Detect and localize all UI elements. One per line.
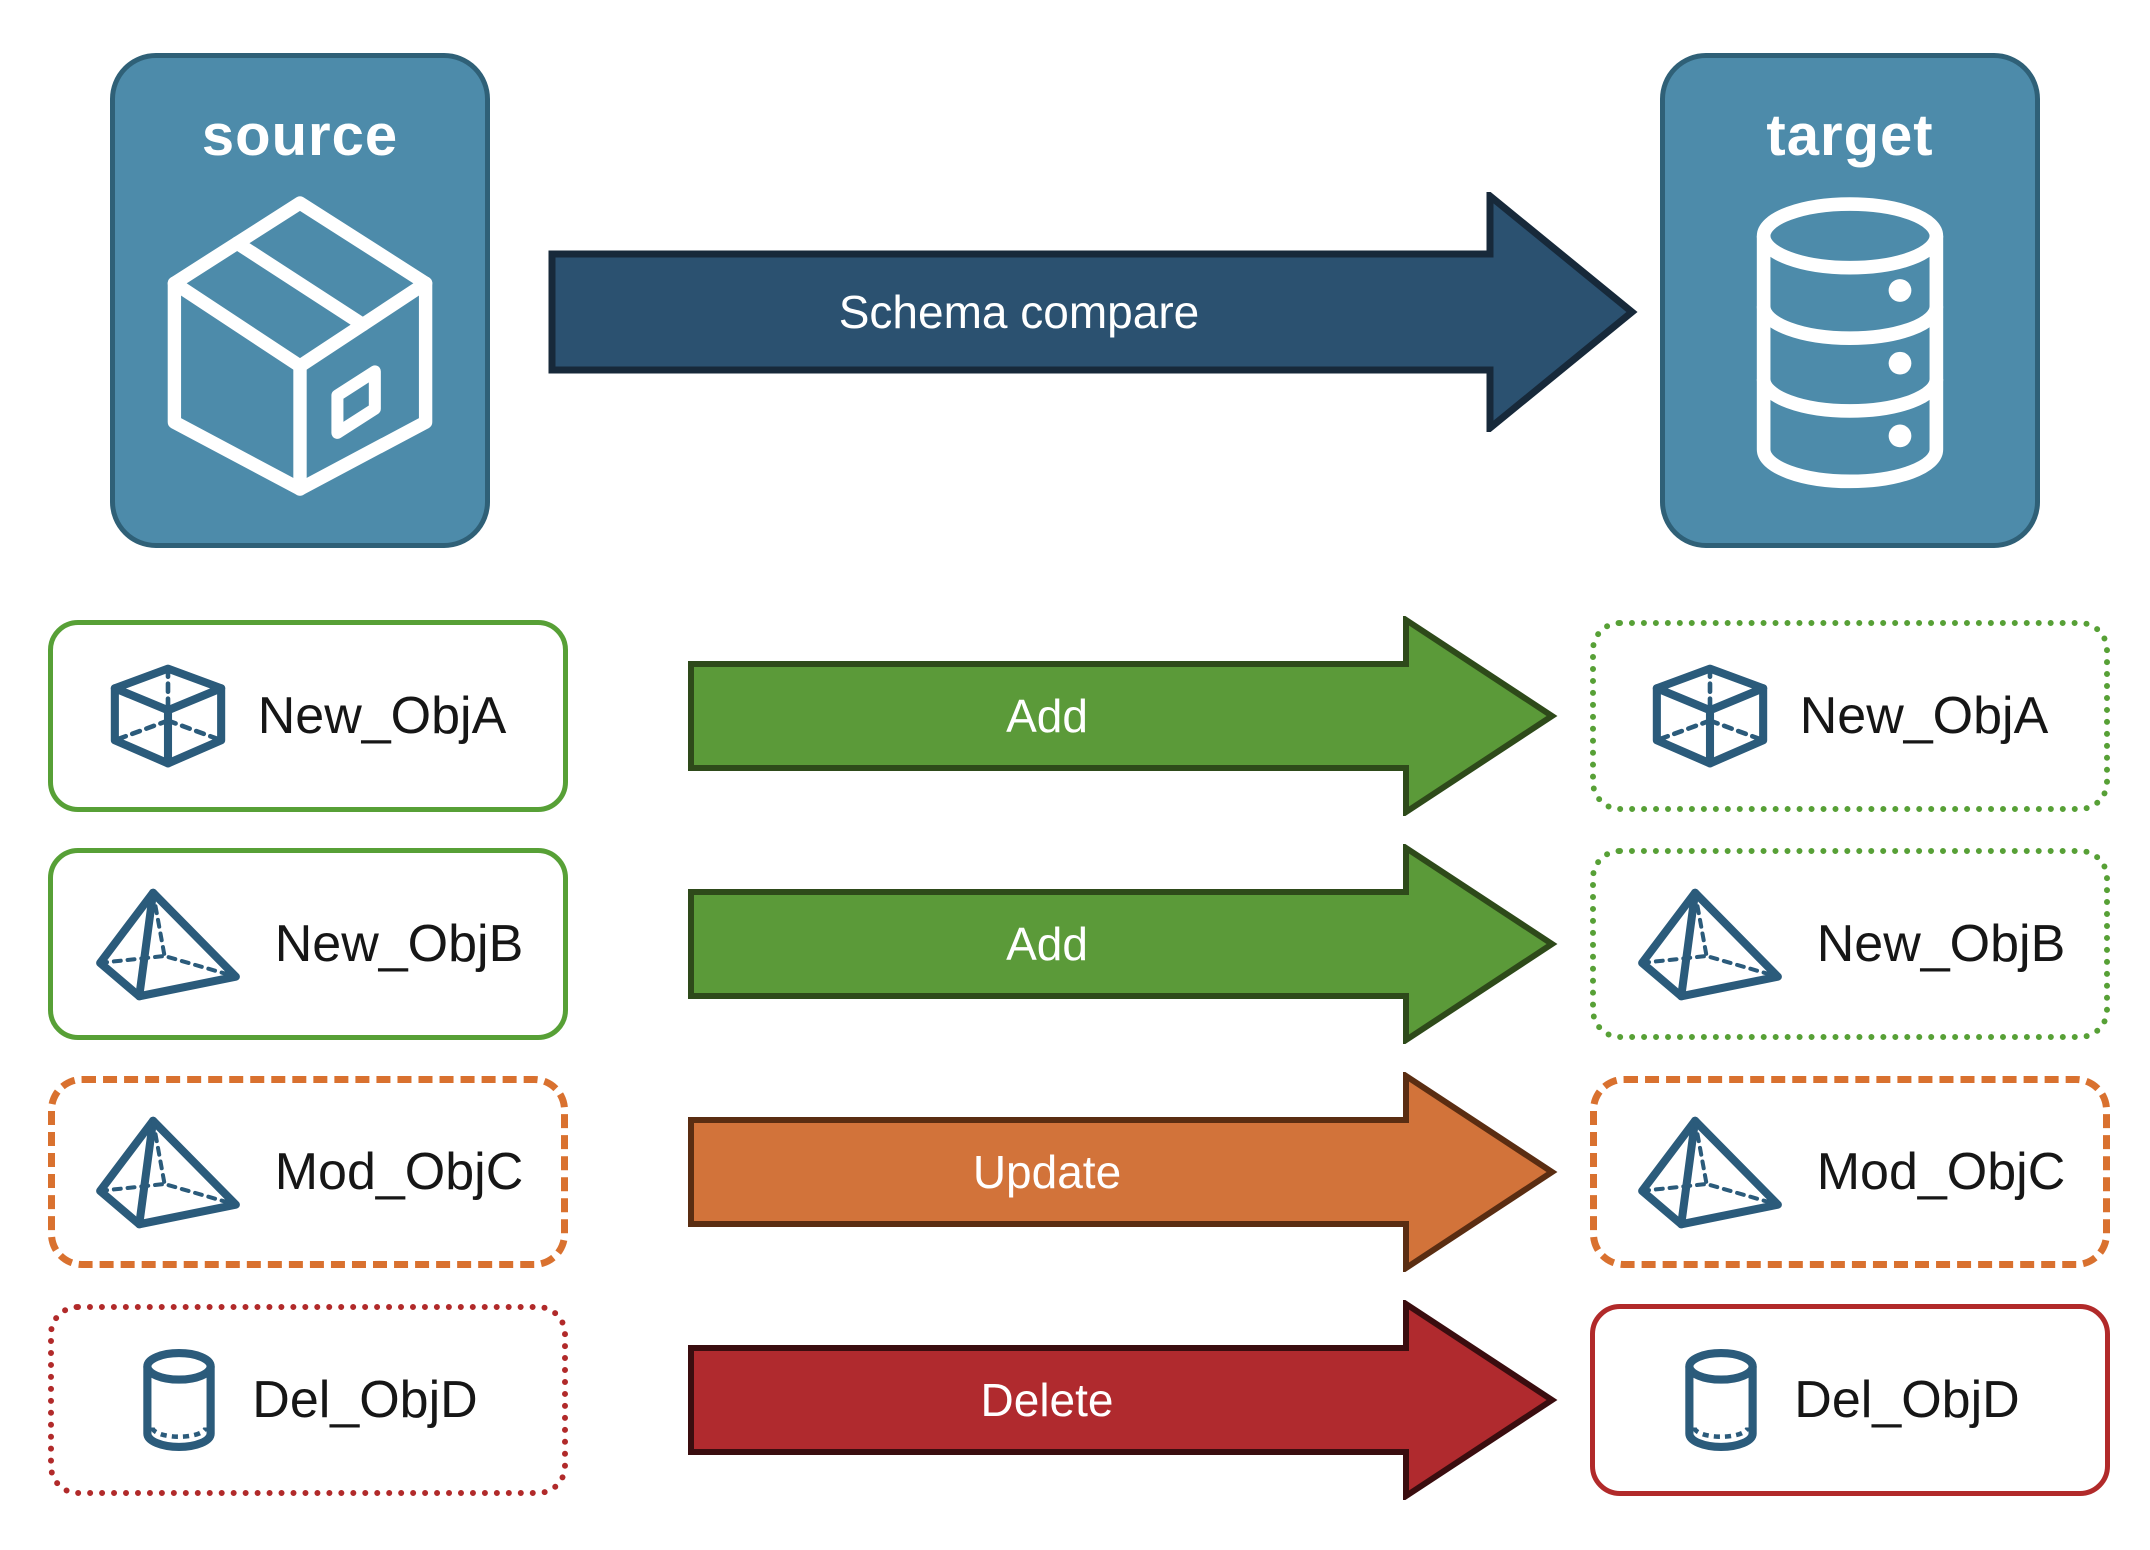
update-arrow: Update [688, 1072, 1558, 1272]
pyramid-icon [93, 1115, 243, 1230]
source-object-del-objd: Del_ObjD [48, 1304, 568, 1496]
target-object-mod-objc: Mod_ObjC [1590, 1076, 2110, 1268]
object-label: Del_ObjD [1794, 1371, 2020, 1429]
add-arrow-shape [688, 616, 1558, 816]
source-card: source [110, 53, 490, 548]
cylinder-icon [138, 1349, 220, 1451]
add-arrow-row-2: Add [688, 844, 1558, 1044]
schema-compare-arrow-label: Schema compare [838, 286, 1200, 338]
source-card-title: source [201, 103, 399, 168]
object-label: Del_ObjD [252, 1371, 478, 1429]
update-arrow-shape [688, 1072, 1558, 1272]
pyramid-icon [1635, 887, 1785, 1002]
add-arrow-label: Add [1006, 918, 1088, 970]
source-object-new-obja: New_ObjA [48, 620, 568, 812]
delete-arrow-shape [688, 1300, 1558, 1500]
add-arrow-row-1: Add [688, 616, 1558, 816]
source-object-new-objb: New_ObjB [48, 848, 568, 1040]
database-icon [1736, 195, 1964, 495]
target-object-new-objb: New_ObjB [1590, 848, 2110, 1040]
pyramid-icon [1635, 1115, 1785, 1230]
target-card-title: target [1766, 103, 1934, 168]
cube-icon [110, 664, 226, 768]
delete-arrow-label: Delete [980, 1374, 1114, 1426]
update-arrow-label: Update [972, 1146, 1122, 1198]
pyramid-icon [93, 887, 243, 1002]
target-object-del-objd: Del_ObjD [1590, 1304, 2110, 1496]
package-icon [166, 195, 434, 497]
object-label: New_ObjA [1799, 687, 2049, 745]
add-arrow-shape [688, 844, 1558, 1044]
target-card: target [1660, 53, 2040, 548]
source-object-mod-objc: Mod_ObjC [48, 1076, 568, 1268]
object-label: Mod_ObjC [274, 1143, 524, 1201]
object-label: Mod_ObjC [1816, 1143, 2066, 1201]
object-label: New_ObjB [1816, 915, 2066, 973]
schema-compare-arrow: Schema compare [548, 192, 1638, 432]
object-label: New_ObjB [274, 915, 524, 973]
object-label: New_ObjA [257, 687, 507, 745]
delete-arrow: Delete [688, 1300, 1558, 1500]
schema-compare-arrow-shape [548, 192, 1638, 432]
add-arrow-label: Add [1006, 690, 1088, 742]
cylinder-icon [1680, 1349, 1762, 1451]
cube-icon [1652, 664, 1768, 768]
target-object-new-obja: New_ObjA [1590, 620, 2110, 812]
